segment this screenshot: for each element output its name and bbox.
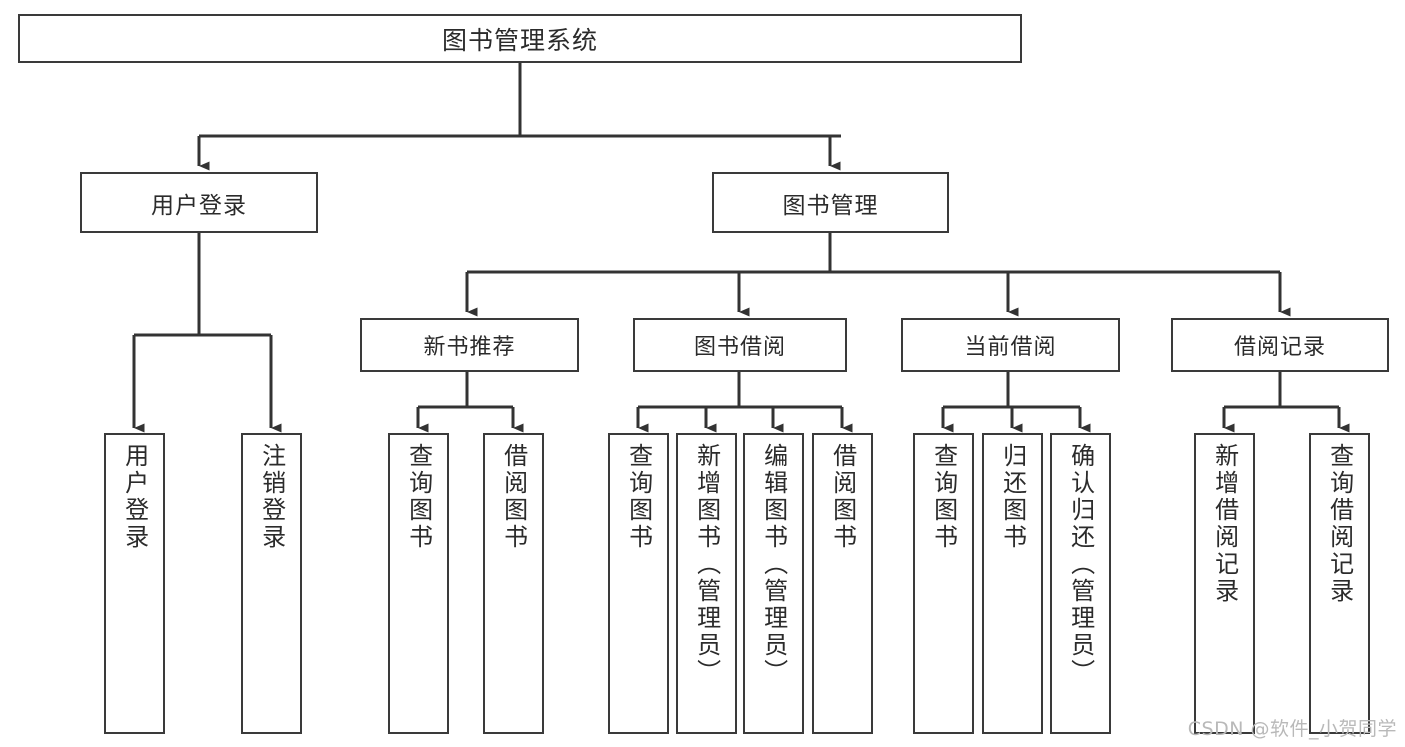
leaf-label: 归还图书 — [998, 443, 1027, 551]
leaf-label: 查询图书 — [404, 443, 433, 551]
leaf-label: 编辑图书（管理员） — [759, 443, 788, 686]
node-book-management-label: 图书管理 — [782, 192, 879, 219]
node-borrow-records[interactable]: 借阅记录 — [1171, 318, 1389, 372]
node-current-borrow-label: 当前借阅 — [964, 335, 1057, 360]
node-current-borrow[interactable]: 当前借阅 — [901, 318, 1120, 372]
leaf-book-borrow-add[interactable]: 新增图书（管理员） — [676, 433, 737, 734]
leaf-label: 注销登录 — [257, 443, 286, 551]
leaf-new-book-borrow[interactable]: 借阅图书 — [483, 433, 544, 734]
leaf-label: 借阅图书 — [499, 443, 528, 551]
node-borrow-records-label: 借阅记录 — [1233, 335, 1326, 360]
leaf-user-login-login[interactable]: 用户登录 — [104, 433, 165, 734]
leaf-label: 查询图书 — [929, 443, 958, 551]
node-book-borrow-label: 图书借阅 — [693, 335, 786, 360]
leaf-label: 查询图书 — [624, 443, 653, 551]
node-book-management[interactable]: 图书管理 — [712, 172, 949, 233]
leaf-label: 新增借阅记录 — [1210, 443, 1239, 605]
leaf-current-borrow-query[interactable]: 查询图书 — [913, 433, 974, 734]
leaf-book-borrow-borrow[interactable]: 借阅图书 — [812, 433, 873, 734]
leaf-new-book-query[interactable]: 查询图书 — [388, 433, 449, 734]
node-new-book-recommend-label: 新书推荐 — [423, 335, 516, 360]
leaf-user-login-logout[interactable]: 注销登录 — [241, 433, 302, 734]
node-root-system[interactable]: 图书管理系统 — [18, 14, 1022, 63]
leaf-label: 查询借阅记录 — [1325, 443, 1354, 605]
leaf-label: 新增图书（管理员） — [692, 443, 721, 686]
node-user-login[interactable]: 用户登录 — [80, 172, 318, 233]
leaf-book-borrow-query[interactable]: 查询图书 — [608, 433, 669, 734]
leaf-records-add[interactable]: 新增借阅记录 — [1194, 433, 1255, 734]
leaf-book-borrow-edit[interactable]: 编辑图书（管理员） — [743, 433, 804, 734]
node-new-book-recommend[interactable]: 新书推荐 — [360, 318, 579, 372]
leaf-label: 确认归还（管理员） — [1066, 443, 1095, 686]
leaf-label: 用户登录 — [120, 443, 149, 551]
node-book-borrow[interactable]: 图书借阅 — [633, 318, 847, 372]
node-user-login-label: 用户登录 — [151, 192, 247, 219]
leaf-current-borrow-return[interactable]: 归还图书 — [982, 433, 1043, 734]
leaf-current-borrow-confirm-return[interactable]: 确认归还（管理员） — [1050, 433, 1111, 734]
leaf-records-query[interactable]: 查询借阅记录 — [1309, 433, 1370, 734]
leaf-label: 借阅图书 — [828, 443, 857, 551]
node-root-label: 图书管理系统 — [441, 25, 598, 55]
watermark-text: CSDN @软件_小贺同学 — [1187, 718, 1397, 740]
